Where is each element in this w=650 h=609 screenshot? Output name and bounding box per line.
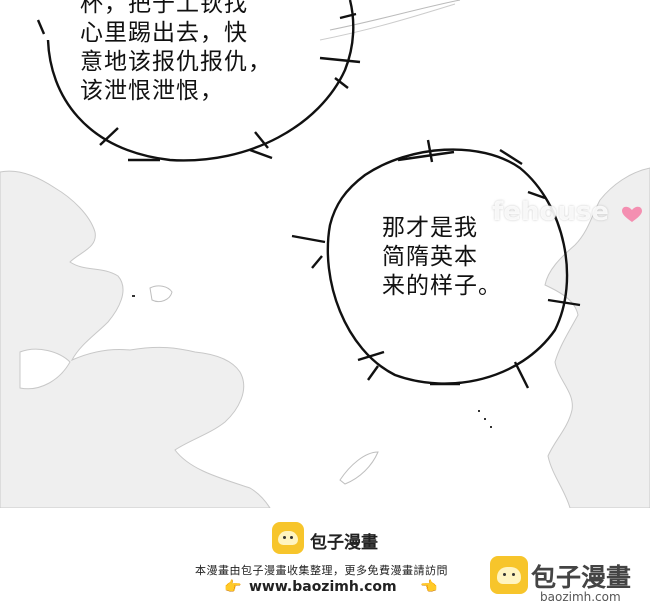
heart-icon <box>622 206 642 222</box>
brand-name: 包子漫畫 <box>310 533 378 553</box>
grey-cloud-bottom-small <box>339 451 379 485</box>
baozi-logo-icon <box>272 522 304 554</box>
site-watermark: fehouse <box>492 197 609 227</box>
bubble-1-line: 意地该报仇报仇， <box>80 49 272 75</box>
bubble-1-line: 该泄恨泄恨， <box>80 78 224 104</box>
speech-bubble-1-text: 杯，把于工钬找 心里踢出去，快 意地该报仇报仇， 该泄恨泄恨， <box>80 0 320 106</box>
pointing-left-hand-icon: 👈 <box>420 579 438 595</box>
speech-bubble-1-outline <box>46 0 355 162</box>
grey-cloud-left-inner <box>19 348 71 390</box>
ink-specks <box>132 295 492 428</box>
speech-bubble-2-text: 那才是我 简隋英本 来的样子。 <box>382 214 522 301</box>
panel-artwork <box>0 0 650 508</box>
grey-cloud-left <box>0 170 271 508</box>
bubble-1-line: 心里踢出去，快 <box>80 20 248 46</box>
bubble-2-line: 那才是我 <box>382 215 478 241</box>
top-swoosh-line-2 <box>319 3 456 41</box>
bubble-2-line: 来的样子。 <box>382 273 502 299</box>
grey-cloud-blob <box>149 285 173 303</box>
site-url-link[interactable]: www.baozimh.com <box>249 579 397 595</box>
bubble-2-line: 简隋英本 <box>382 244 478 270</box>
bubble-1-line: 杯，把于工钬找 <box>80 0 248 17</box>
speech-bubble-1-ticks <box>36 12 361 162</box>
baozi-logo-large-icon <box>490 556 528 594</box>
pointing-right-hand-icon: 👉 <box>224 579 242 595</box>
speech-bubble-2-ticks <box>291 139 581 389</box>
brand-name-large: 包子漫畫 <box>531 563 632 592</box>
brand-domain-small: baozimh.com <box>540 590 621 604</box>
comic-panel: 杯，把于工钬找 心里踢出去，快 意地该报仇报仇， 该泄恨泄恨， 那才是我 简隋英… <box>0 0 650 508</box>
footer-banner <box>0 508 650 609</box>
top-swoosh-line <box>329 0 461 31</box>
grey-cloud-right <box>544 167 650 508</box>
footer-notice: 本漫畫由包子漫畫收集整理，更多免費漫畫請訪問 <box>195 564 448 577</box>
